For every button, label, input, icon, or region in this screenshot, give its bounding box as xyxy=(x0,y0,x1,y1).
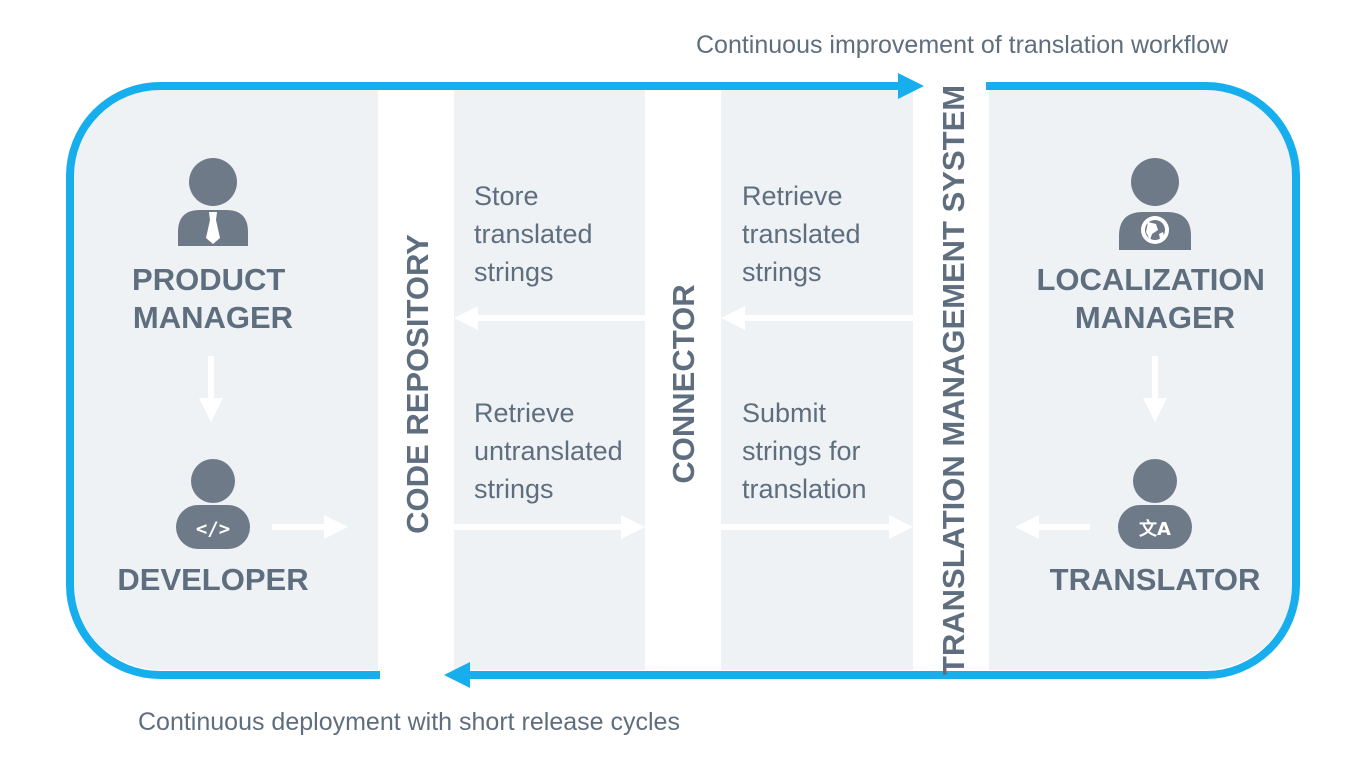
panel-connector-tms xyxy=(721,88,913,670)
globe-icon xyxy=(1141,216,1169,244)
developer-label: DEVELOPER xyxy=(117,562,308,597)
store-step-text: Store translated strings xyxy=(474,181,600,287)
top-caption: Continuous improvement of translation wo… xyxy=(696,31,1229,59)
improvement-loop-line xyxy=(66,82,900,679)
localization-manager-icon xyxy=(1119,158,1191,250)
retrieve-translated-step-text: Retrieve translated strings xyxy=(742,181,868,287)
submit-step-text: Submit strings for translation xyxy=(742,398,868,504)
code-icon: </> xyxy=(196,518,230,540)
deployment-arrowhead xyxy=(444,662,470,688)
localization-manager-label: LOCALIZATION MANAGER xyxy=(1036,262,1273,335)
translate-icon: 文A xyxy=(1139,518,1171,540)
product-manager-icon xyxy=(178,158,248,246)
improvement-arrowhead xyxy=(898,73,924,99)
panel-repo-connector xyxy=(454,88,645,670)
product-manager-label: PRODUCT MANAGER xyxy=(132,262,294,335)
developer-icon: </> xyxy=(176,459,250,549)
code-repository-label: CODE REPOSITORY xyxy=(400,234,435,534)
deployment-loop-line xyxy=(468,82,1300,679)
retrieve-untranslated-step-text: Retrieve untranslated strings xyxy=(474,398,630,504)
translator-icon: 文A xyxy=(1118,459,1192,549)
connector-label: CONNECTOR xyxy=(666,284,701,483)
translator-label: TRANSLATOR xyxy=(1050,562,1261,597)
tms-label: TRANSLATION MANAGEMENT SYSTEM xyxy=(936,85,971,675)
bottom-caption: Continuous deployment with short release… xyxy=(138,708,680,736)
